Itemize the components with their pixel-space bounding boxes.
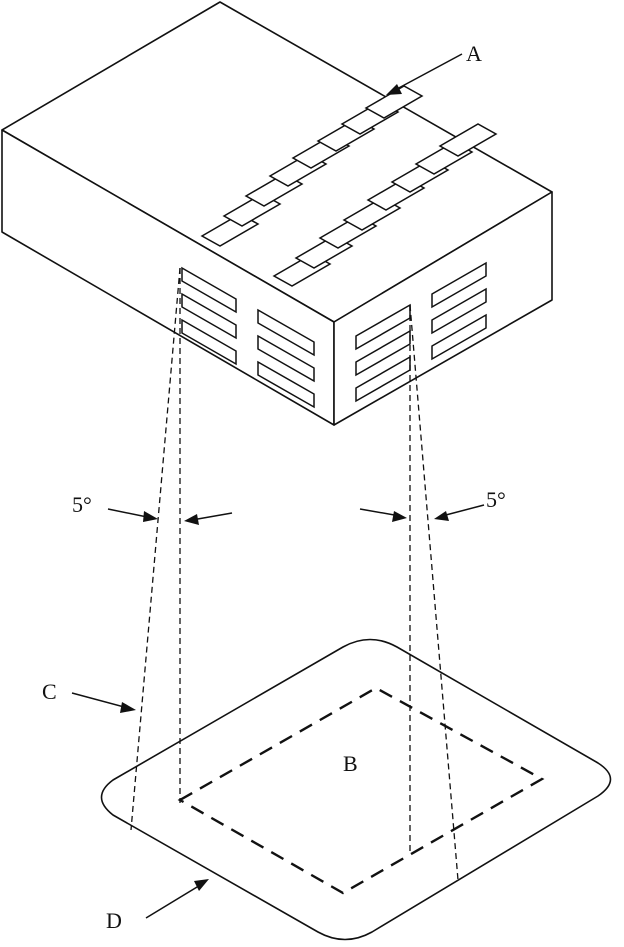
label-c: C xyxy=(42,679,57,704)
side-vent-slot xyxy=(431,313,487,361)
cone-line-right-outer xyxy=(409,304,459,881)
side-vent-slot xyxy=(257,334,315,383)
cone-line-left-outer xyxy=(130,267,181,831)
top-vent-slots xyxy=(200,85,498,287)
label-angle-left: 5° xyxy=(72,492,92,517)
angle-arrow-left xyxy=(107,508,233,525)
label-a: A xyxy=(466,41,482,66)
leader-arrow-c xyxy=(71,692,136,713)
floor-plate-d xyxy=(100,638,612,941)
side-vent-slot xyxy=(181,292,237,340)
zone-b-boundary xyxy=(177,686,545,895)
leader-arrow-d xyxy=(145,879,209,919)
label-b: B xyxy=(343,751,358,776)
leader-arrow-a xyxy=(386,53,463,95)
side-vent-slot xyxy=(355,329,411,377)
side-vent-slot xyxy=(431,261,487,309)
right-face-vents xyxy=(355,261,487,403)
side-vent-slot xyxy=(431,287,487,335)
cabinet-a xyxy=(1,1,553,426)
side-vent-slot xyxy=(181,266,237,314)
label-angle-right: 5° xyxy=(486,487,506,512)
label-d: D xyxy=(106,908,122,933)
cabinet-right-face xyxy=(333,191,553,426)
side-vent-slot xyxy=(257,308,315,357)
left-face-vents xyxy=(181,266,315,409)
side-vent-slot xyxy=(257,360,315,409)
side-vent-slot xyxy=(181,318,237,366)
top-vent-slot xyxy=(438,123,498,157)
angle-arrow-right xyxy=(359,504,485,522)
projection-lines xyxy=(130,267,459,881)
